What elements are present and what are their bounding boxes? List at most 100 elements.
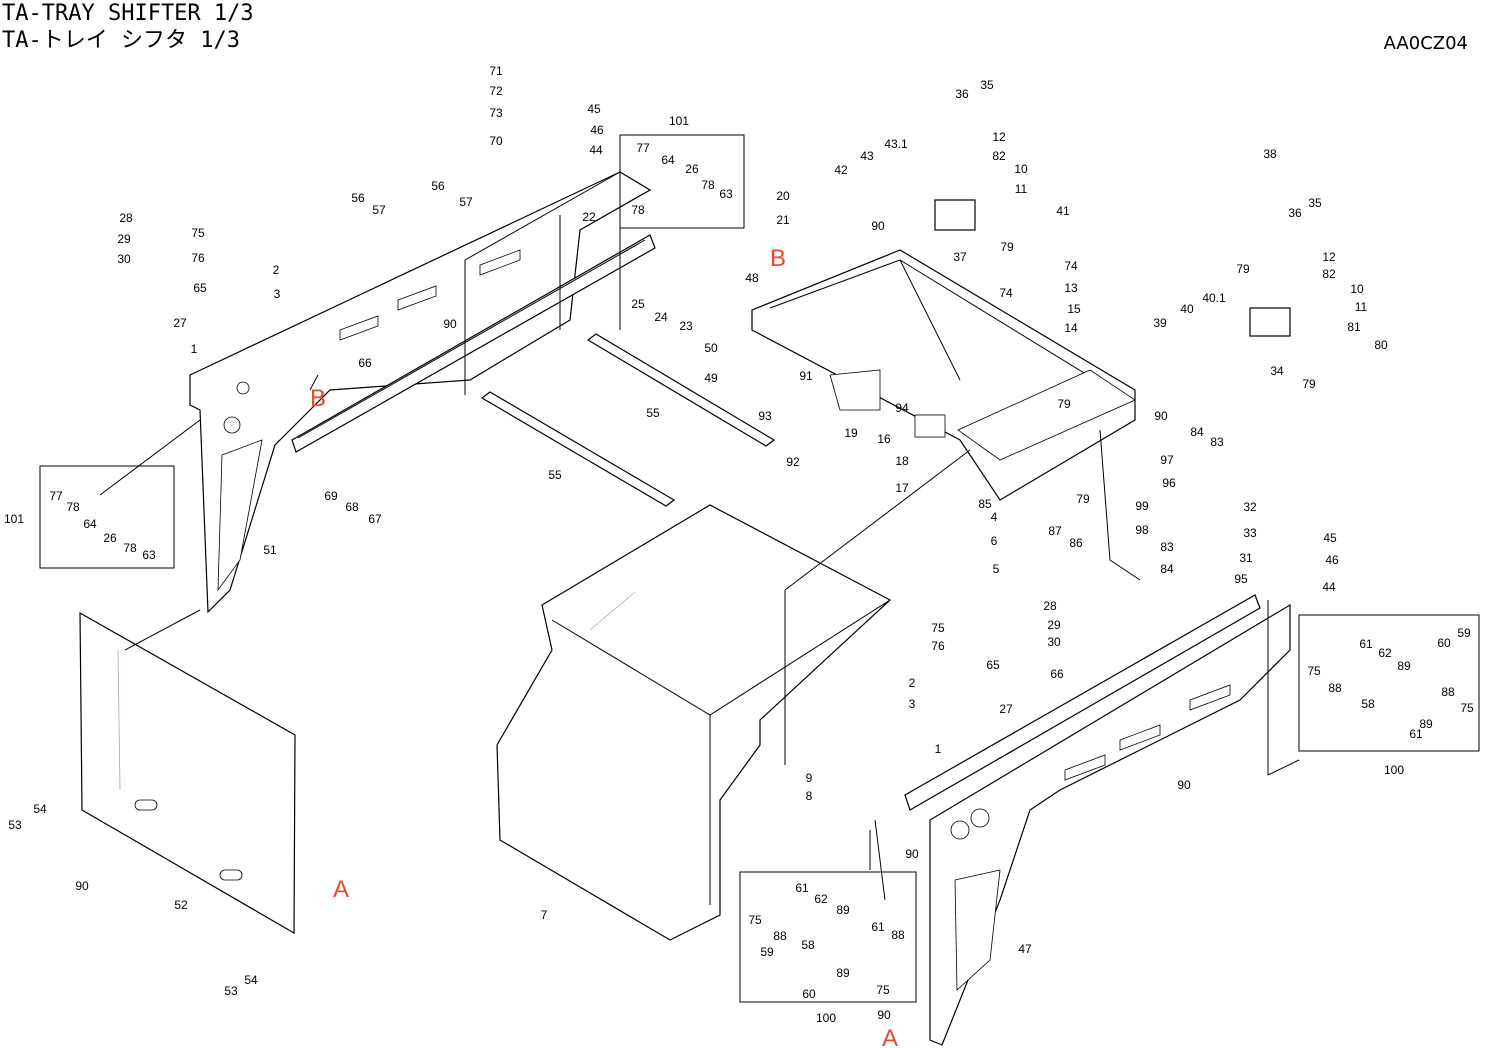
- part-number-label: 16: [877, 432, 891, 446]
- part-number-label: 88: [891, 928, 905, 942]
- part-number-label: 46: [590, 123, 604, 137]
- part-number-label: 69: [324, 489, 338, 503]
- part-number-label: 59: [1457, 626, 1471, 640]
- part-number-label: 38: [1263, 147, 1277, 161]
- part-number-label: 39: [1153, 316, 1167, 330]
- part-number-label: 29: [1047, 618, 1061, 632]
- part-number-label: 85: [978, 497, 992, 511]
- part-number-label: 55: [646, 406, 660, 420]
- center-cover: [496, 504, 892, 941]
- part-number-label: 28: [1043, 599, 1057, 613]
- part-number-label: 94: [895, 401, 909, 415]
- part-number-label: 26: [685, 162, 699, 176]
- shafts: [480, 333, 776, 507]
- part-number-label: 88: [773, 929, 787, 943]
- part-number-label: 90: [75, 879, 89, 893]
- part-number-label: 92: [786, 455, 800, 469]
- part-number-label: 20: [776, 189, 790, 203]
- part-number-label: 11: [1355, 300, 1368, 314]
- part-number-label: 45: [587, 102, 601, 116]
- part-number-label: 17: [895, 481, 909, 495]
- part-number-label: 61: [1359, 637, 1373, 651]
- part-number-label: 76: [931, 639, 945, 653]
- part-number-label: 79: [1302, 377, 1316, 391]
- part-number-label: 65: [986, 658, 1000, 672]
- part-number-label: 2: [909, 676, 916, 690]
- part-number-label: 5: [993, 562, 1000, 576]
- part-number-label: 75: [931, 621, 945, 635]
- part-number-label: 89: [1397, 659, 1411, 673]
- part-number-label: 63: [142, 548, 156, 562]
- part-number-label: 77: [49, 489, 63, 503]
- right-side-frame: [929, 603, 1291, 1046]
- part-number-label: 88: [1441, 685, 1455, 699]
- part-number-label: 93: [758, 409, 772, 423]
- part-number-label: 89: [1419, 717, 1433, 731]
- part-number-label: 32: [1243, 500, 1257, 514]
- part-number-label: 57: [459, 195, 473, 209]
- part-number-label: 66: [1050, 667, 1064, 681]
- part-number-label: 34: [1270, 364, 1284, 378]
- part-number-label: 75: [1460, 701, 1474, 715]
- part-number-label: 68: [345, 500, 359, 514]
- title-block: TA-TRAY SHIFTER 1/3 TA-トレイ シフタ 1/3: [2, 0, 254, 54]
- part-number-label: 79: [1076, 492, 1090, 506]
- part-number-label: 21: [776, 213, 790, 227]
- part-number-label: 35: [1308, 196, 1322, 210]
- part-number-label: 65: [193, 281, 207, 295]
- part-number-label: 64: [661, 153, 675, 167]
- part-number-label: 30: [1047, 635, 1061, 649]
- part-number-label: 9: [806, 771, 813, 785]
- part-number-label: 44: [589, 143, 603, 157]
- part-number-label: 83: [1160, 540, 1174, 554]
- part-number-label: 87: [1048, 524, 1062, 538]
- part-number-label: 24: [654, 310, 668, 324]
- part-number-label: 13: [1064, 281, 1078, 295]
- part-number-label: 36: [955, 87, 969, 101]
- part-number-label: 90: [871, 219, 885, 233]
- part-number-label: 53: [224, 984, 238, 998]
- part-number-label: 59: [760, 945, 774, 959]
- part-number-label: 58: [1361, 697, 1375, 711]
- part-number-label: 81: [1347, 320, 1361, 334]
- part-number-label: 64: [83, 517, 97, 531]
- part-number-label: 10: [1350, 282, 1364, 296]
- part-number-label: 62: [814, 892, 828, 906]
- part-number-label: 15: [1067, 302, 1081, 316]
- part-number-label: 46: [1325, 553, 1339, 567]
- reference-marker-b: B: [770, 245, 786, 272]
- part-number-label: 76: [191, 251, 205, 265]
- part-number-label: 60: [1437, 636, 1451, 650]
- part-number-label: 42: [834, 163, 848, 177]
- part-number-label: 84: [1190, 425, 1204, 439]
- part-number-label: 27: [173, 316, 187, 330]
- leader-lines: [99, 171, 1300, 901]
- part-number-label: 47: [1018, 942, 1032, 956]
- part-number-label: 91: [799, 369, 813, 383]
- part-number-label: 95: [1234, 572, 1248, 586]
- part-number-label: 44: [1322, 580, 1336, 594]
- part-number-label: 7: [541, 908, 548, 922]
- part-number-label: 55: [548, 468, 562, 482]
- part-number-label: 29: [117, 232, 131, 246]
- title-japanese: TA-トレイ シフタ 1/3: [2, 28, 240, 53]
- part-number-label: 40: [1180, 302, 1194, 316]
- part-number-label: 22: [582, 210, 596, 224]
- part-number-label: 75: [191, 226, 205, 240]
- left-rail: [291, 234, 656, 453]
- part-number-label: 43.1: [884, 137, 908, 151]
- part-number-label: 3: [274, 287, 281, 301]
- part-number-label: 11: [1015, 182, 1028, 196]
- part-number-label: 62: [1378, 646, 1392, 660]
- part-number-label: 61: [795, 881, 809, 895]
- part-number-label: 63: [719, 187, 733, 201]
- part-number-label: 53: [8, 818, 22, 832]
- part-number-label: 90: [877, 1008, 891, 1022]
- part-number-label: 56: [431, 179, 445, 193]
- part-number-label: 25: [631, 297, 645, 311]
- part-number-label: 14: [1064, 321, 1078, 335]
- part-number-label: 70: [489, 134, 503, 148]
- part-number-label: 37: [953, 250, 967, 264]
